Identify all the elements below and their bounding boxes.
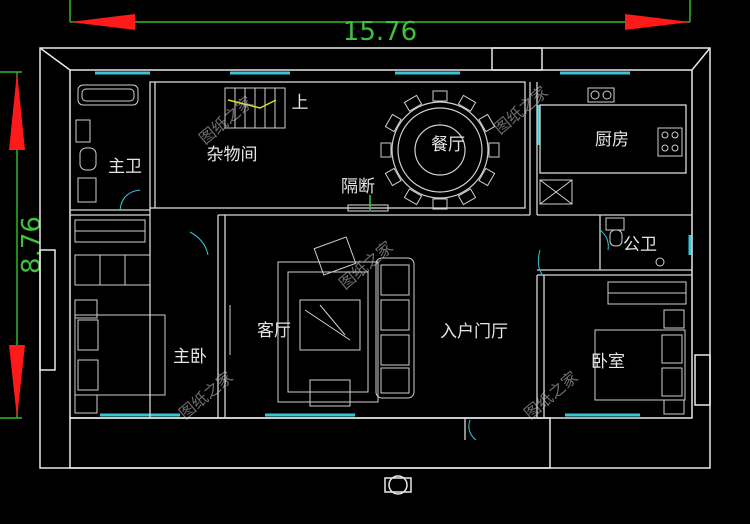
dining-chair	[488, 142, 500, 158]
room-storage: 杂物间	[207, 145, 258, 165]
dining-chair	[403, 188, 423, 206]
dining-chair	[403, 94, 423, 112]
room-master-bedroom: 主卧	[173, 347, 207, 367]
room-entry-hall: 入户门厅	[440, 322, 508, 342]
dining-chair	[457, 188, 477, 206]
room-living: 客厅	[257, 321, 291, 341]
dining-chair	[457, 94, 477, 112]
room-dining: 餐厅	[431, 135, 465, 155]
dining-chair	[432, 90, 448, 102]
public-bath-fixtures	[599, 217, 665, 267]
dining-chair	[384, 167, 402, 187]
height-dimension: 8.76	[0, 71, 47, 419]
stairs	[224, 87, 286, 129]
watermark: 图纸之家	[195, 92, 256, 148]
width-dimension: 15.76	[69, 0, 691, 47]
arrow-up-icon	[9, 72, 25, 150]
living-room-furniture	[229, 236, 415, 407]
arrow-down-icon	[9, 345, 25, 418]
partition-marker	[347, 195, 389, 212]
dining-chair	[380, 142, 392, 158]
dining-chair	[432, 198, 448, 210]
bedroom-furniture	[594, 281, 687, 415]
room-kitchen: 厨房	[595, 130, 629, 150]
dining-chair	[478, 113, 496, 133]
interior-walls	[70, 81, 692, 440]
height-label: 8.76	[17, 216, 47, 274]
width-label: 15.76	[343, 17, 417, 47]
room-public-bath: 公卫	[623, 235, 657, 255]
room-bedroom: 卧室	[591, 352, 625, 372]
windows	[95, 71, 692, 417]
watermark: 图纸之家	[490, 82, 551, 138]
arrow-right-icon	[625, 14, 690, 30]
bath-fixtures	[75, 84, 141, 211]
master-bedroom-furniture	[74, 219, 166, 414]
room-stairs-up: 上	[292, 93, 309, 113]
room-partition: 隔断	[341, 177, 375, 197]
dining-chairs	[380, 90, 500, 210]
doors	[189, 231, 546, 441]
dining-chair	[384, 113, 402, 133]
arrow-left-icon	[70, 14, 135, 30]
outer-walls	[39, 47, 711, 495]
watermark: 图纸之家	[175, 367, 236, 423]
room-master-bath: 主卫	[108, 157, 142, 177]
dining-chair	[478, 167, 496, 187]
dining-table	[391, 101, 489, 199]
kitchen-fixtures	[539, 87, 683, 205]
